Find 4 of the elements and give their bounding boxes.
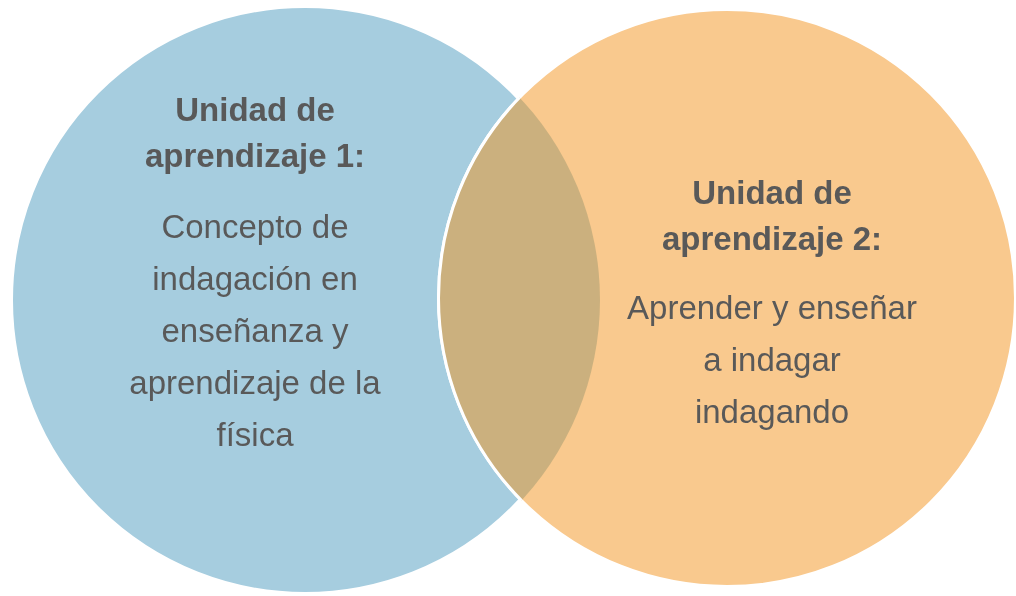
circle-heading: Unidad de aprendizaje 1:	[143, 90, 367, 176]
circle-description: Concepto de indagación en enseñanza y aprendizaje de la física	[128, 207, 382, 455]
circle-heading: Unidad de aprendizaje 2:	[660, 173, 884, 259]
circle-description: Aprender y enseñar a indagar indagando	[626, 288, 918, 432]
